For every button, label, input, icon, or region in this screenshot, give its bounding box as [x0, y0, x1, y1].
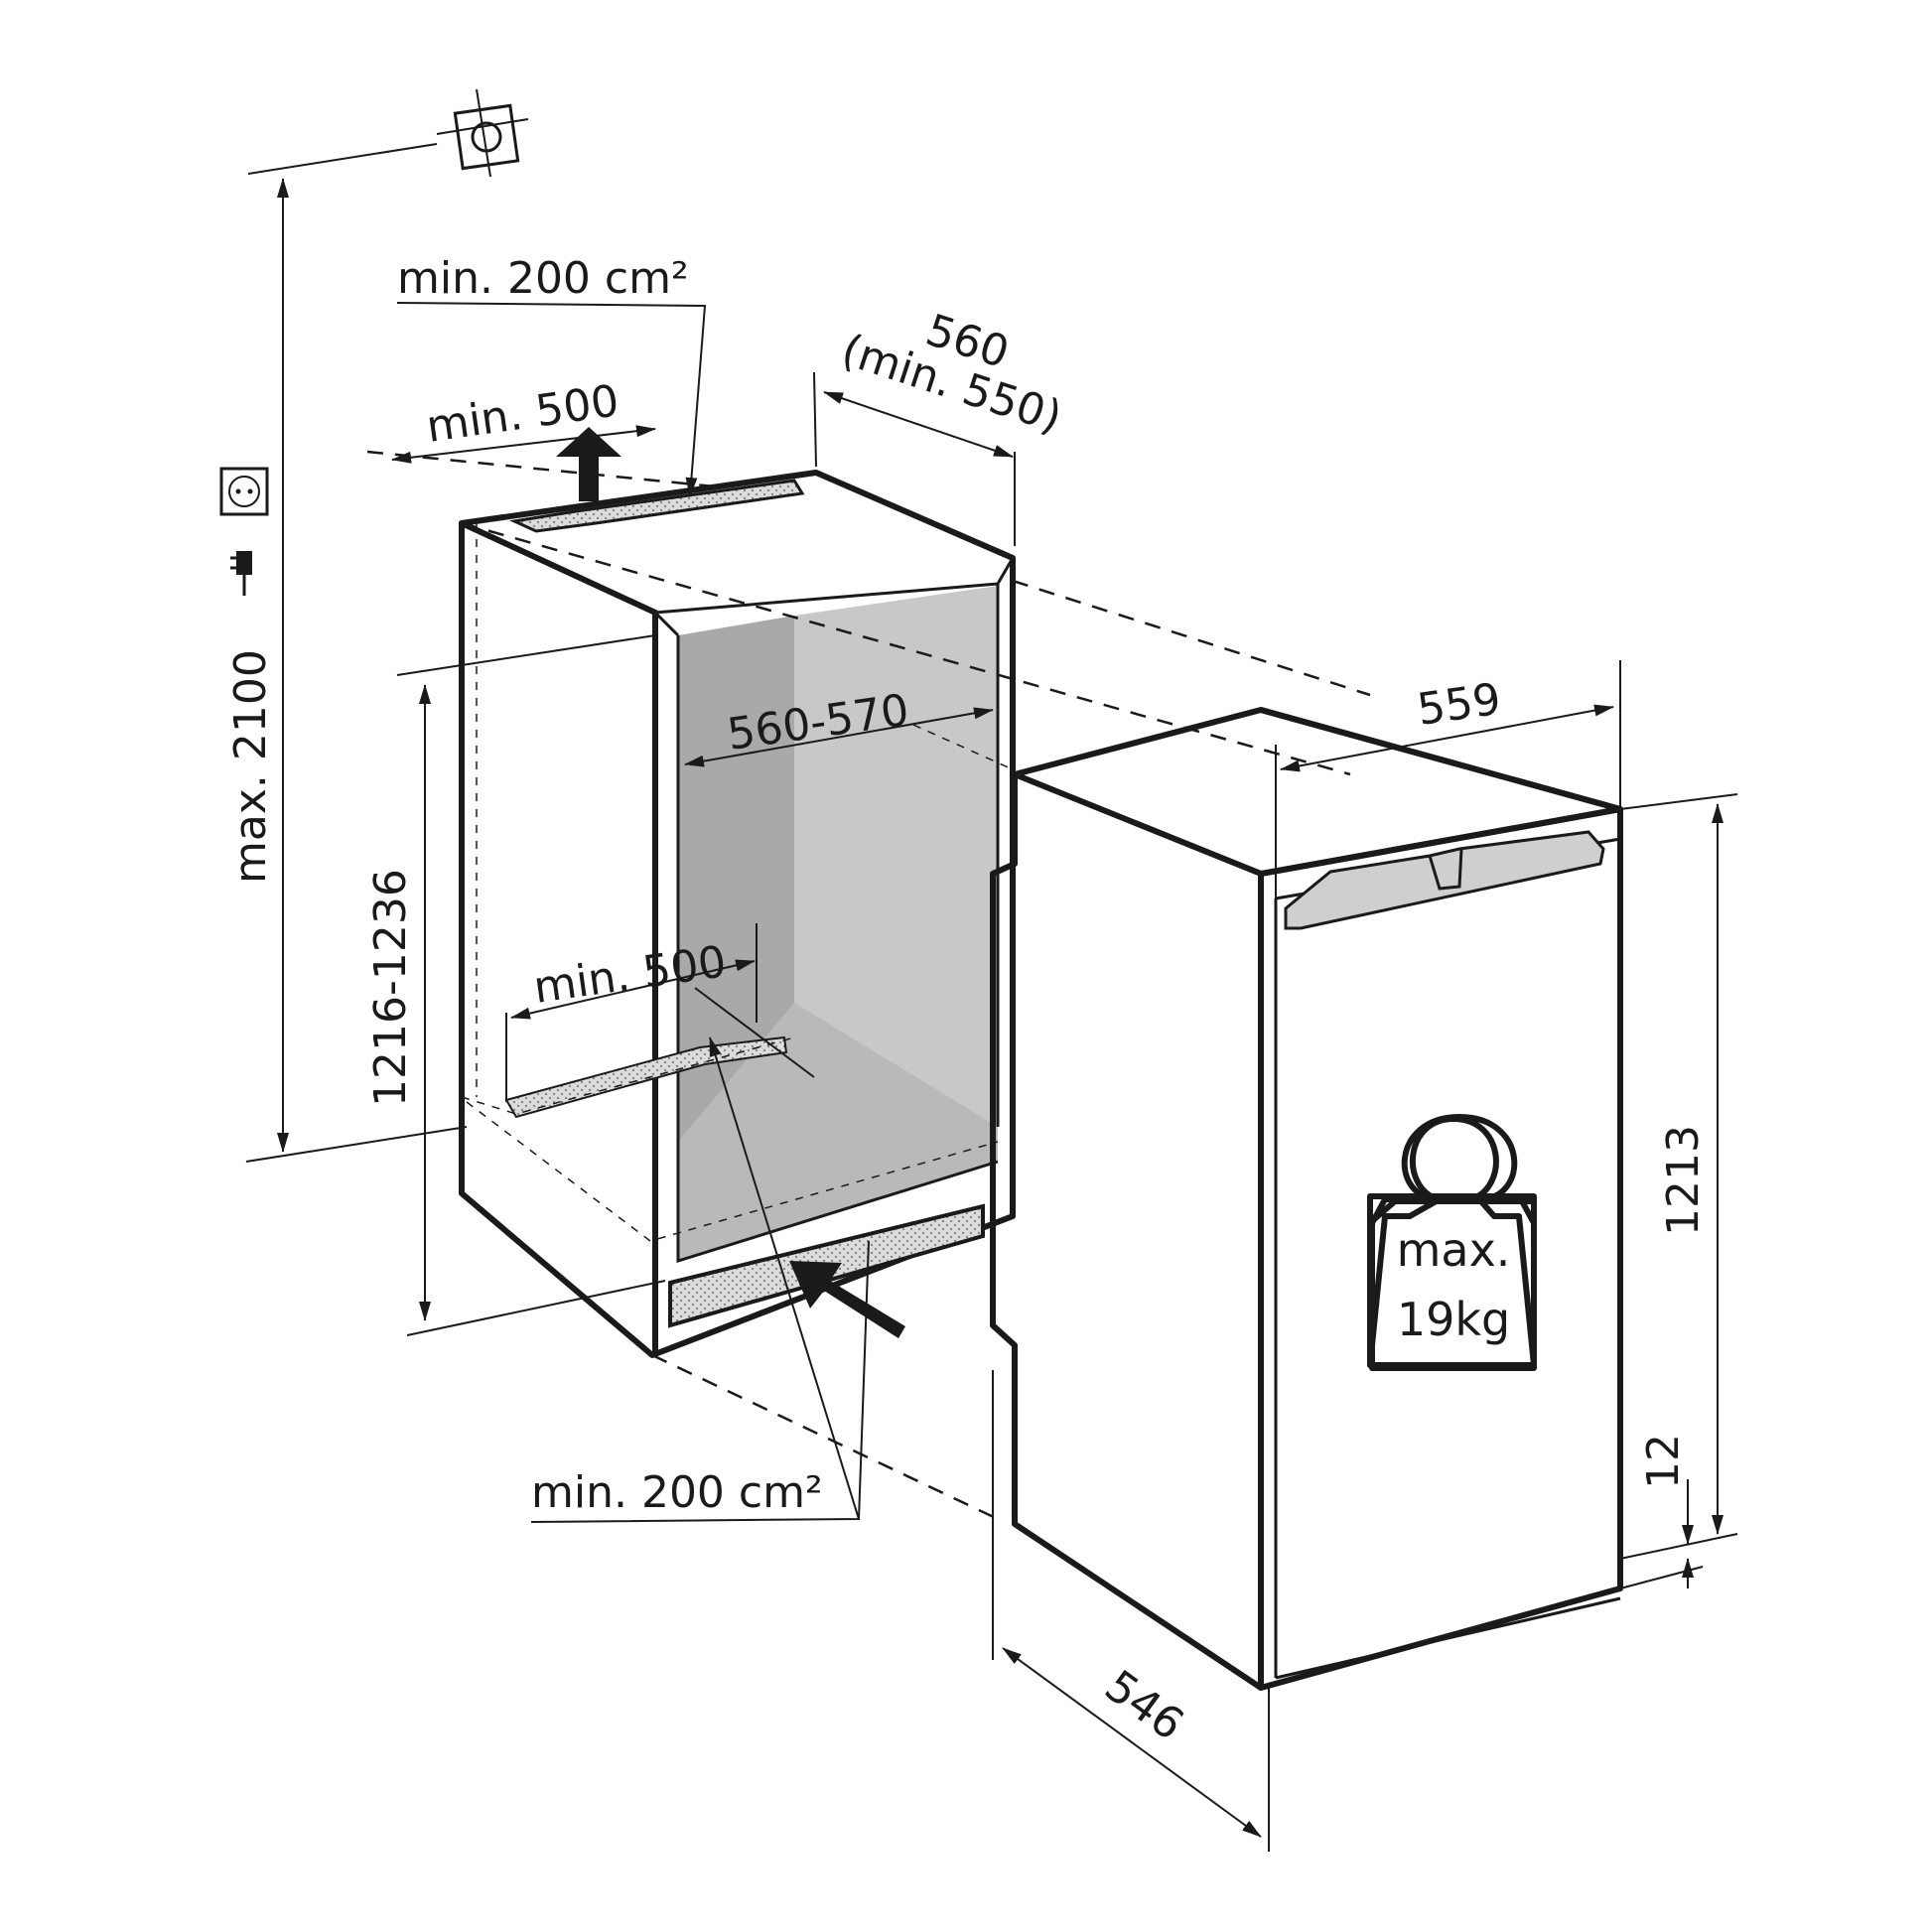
niche-front-frame	[460, 520, 658, 1353]
control-panel	[1284, 830, 1605, 930]
weight-icon: max. 19kg	[1367, 1114, 1537, 1371]
water-connection-icon	[436, 88, 529, 178]
appliance: max. 19kg	[990, 707, 1623, 1691]
appliance-width-label: 559	[1414, 674, 1503, 736]
airflow-arrow-icon	[556, 427, 621, 501]
weight-label-line1: max.	[1397, 1223, 1511, 1277]
installation-niche	[459, 427, 1016, 1358]
niche-inner-opening	[676, 635, 999, 1264]
top-vent-slot	[508, 479, 805, 533]
appliance-height-label: 1213	[1658, 1125, 1709, 1236]
weight-label-line2: 19kg	[1397, 1293, 1510, 1346]
plug-icon	[230, 551, 252, 596]
airflow-arrow-icon	[789, 1261, 905, 1338]
socket-icon	[219, 467, 269, 516]
max-height-label: max. 2100	[225, 649, 276, 884]
niche-outline	[459, 470, 1016, 1358]
niche-height-label: 1216-1236	[365, 869, 416, 1107]
vent-bottom-area-label: min. 200 cm²	[531, 1467, 823, 1518]
appliance-depth-label: 546	[1096, 1661, 1193, 1751]
vent-top-area-label: min. 200 cm²	[397, 253, 689, 304]
gap-bottom-label: 12	[1638, 1434, 1689, 1489]
